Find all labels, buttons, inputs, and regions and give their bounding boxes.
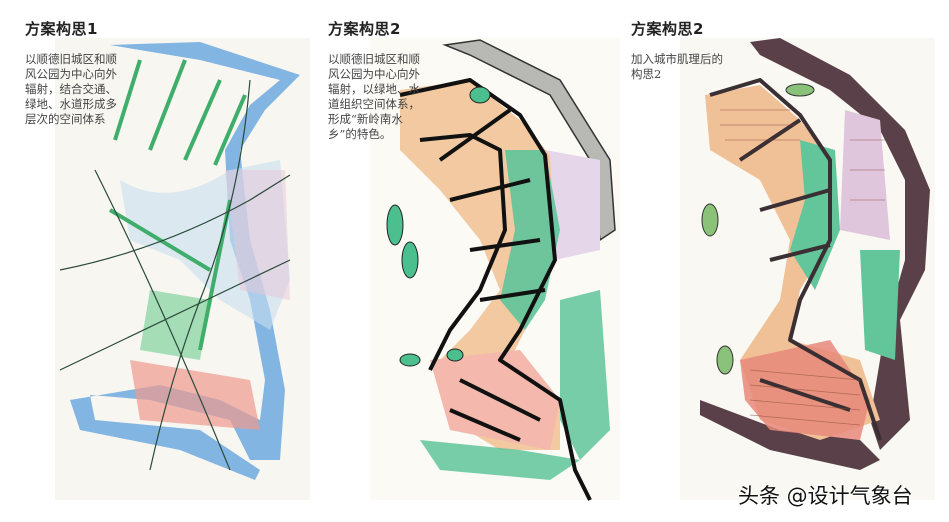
dark-river-south bbox=[700, 400, 880, 470]
green-belt-south bbox=[420, 440, 580, 480]
urban-grain bbox=[720, 109, 885, 426]
park-green bbox=[140, 290, 210, 360]
green-corridors bbox=[108, 59, 247, 351]
district-pink bbox=[430, 350, 560, 450]
islands bbox=[386, 86, 491, 367]
residential-red bbox=[130, 360, 260, 430]
roads bbox=[59, 79, 291, 471]
district-lilac bbox=[840, 110, 890, 240]
plan-sketch-1 bbox=[55, 38, 310, 500]
panel-1-title: 方案构思1 bbox=[25, 20, 98, 38]
plan-sketch-2 bbox=[370, 38, 620, 501]
plan-sketch-3 bbox=[680, 38, 935, 500]
main-roads bbox=[399, 78, 592, 501]
main-roads bbox=[709, 78, 882, 441]
panel-3-title: 方案构思2 bbox=[631, 20, 704, 38]
green-belt-east bbox=[560, 290, 610, 460]
district-orange bbox=[705, 85, 880, 440]
watermark: 头条 @设计气象台 bbox=[738, 484, 913, 508]
panel-2-description: 以顺德旧城区和顺 风公园为中心向外 辐射，以绿地、水 道组织空间体系， 形成“新… bbox=[328, 52, 420, 141]
green-belt-east bbox=[860, 250, 900, 360]
islands bbox=[701, 83, 815, 375]
panel-1-description: 以顺德旧城区和顺 风公园为中心向外 辐射，结合交通、 绿地、水道形成多 层次的空… bbox=[25, 52, 117, 126]
panel-3-description: 加入城市肌理后的 构思2 bbox=[631, 52, 723, 81]
panel-2-title: 方案构思2 bbox=[328, 20, 401, 38]
